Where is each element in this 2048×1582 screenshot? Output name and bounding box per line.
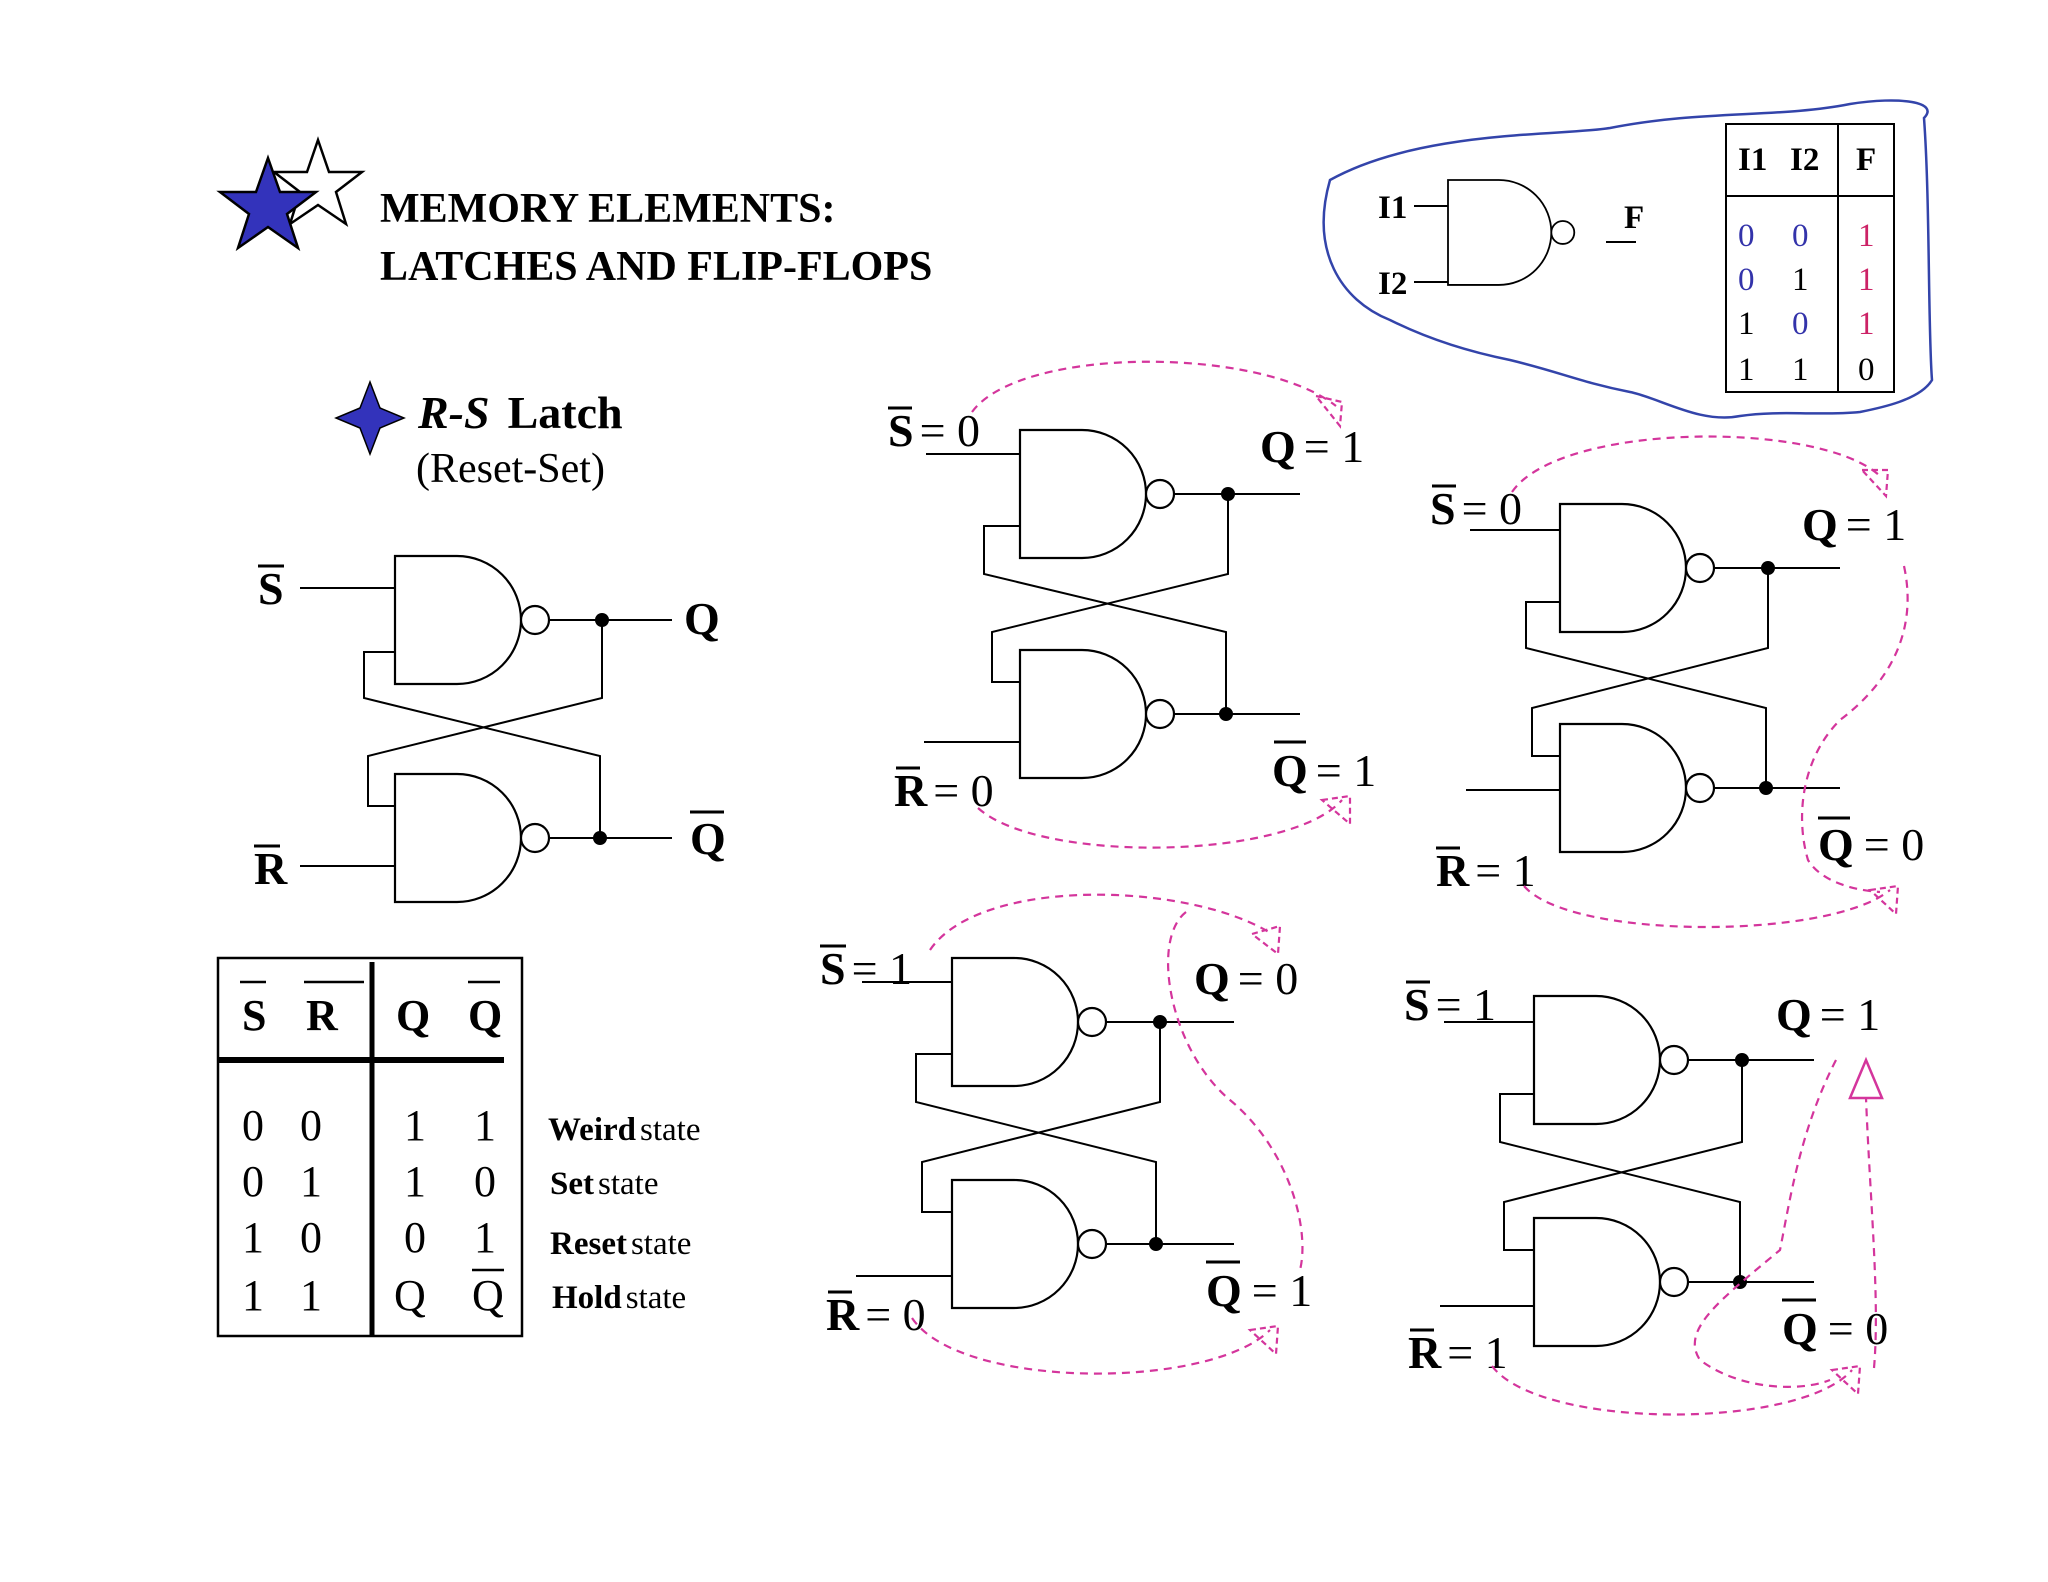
outline-star-icon <box>270 136 366 228</box>
svg-text:Set state: Set state <box>550 1166 658 1202</box>
svg-text:S= 0: S= 0 <box>1430 483 1522 534</box>
svg-text:1: 1 <box>1738 352 1755 388</box>
rs-row-3: 1 1 Q Q <box>242 1268 504 1320</box>
svg-text:0: 0 <box>300 1213 322 1262</box>
svg-text:1: 1 <box>404 1101 426 1150</box>
nand-in1-label: I1 <box>1378 190 1407 226</box>
svg-text:R-S Latch: R-S Latch <box>417 387 623 438</box>
svg-text:Q= 0: Q= 0 <box>1818 819 1924 870</box>
rs-truth-table: S R Q Q 0 0 1 1 0 1 1 0 1 0 0 1 1 1 Q Q <box>216 956 524 1338</box>
svg-text:Hold state: Hold state <box>552 1280 686 1316</box>
svg-text:1: 1 <box>1792 352 1809 388</box>
svg-text:S= 1: S= 1 <box>820 943 912 994</box>
rs-header-s: S <box>242 991 266 1040</box>
filled-star-icon <box>216 154 320 252</box>
svg-text:1: 1 <box>404 1157 426 1206</box>
svg-text:I1: I1 <box>1738 142 1767 178</box>
svg-text:Q: Q <box>394 1271 426 1320</box>
main-q-label: Q <box>684 593 720 644</box>
svg-text:Q= 1: Q= 1 <box>1272 745 1376 796</box>
svg-text:0: 0 <box>1792 306 1809 342</box>
svg-text:Q= 0: Q= 0 <box>1782 1303 1888 1354</box>
title-line-2: LATCHES AND FLIP-FLOPS <box>380 244 932 290</box>
title-stars <box>216 136 366 252</box>
svg-text:1: 1 <box>1858 306 1875 342</box>
example-3-latch: S= 1 Q= 0 R= 0 Q= 1 <box>820 893 1312 1375</box>
svg-text:Q= 1: Q= 1 <box>1776 989 1880 1040</box>
subtitle-latch: Latch <box>508 387 623 438</box>
svg-text:I2: I2 <box>1790 142 1819 178</box>
svg-text:R= 1: R= 1 <box>1436 845 1536 896</box>
svg-text:R= 1: R= 1 <box>1408 1327 1508 1378</box>
subtitle-rs: R-S <box>417 387 490 438</box>
svg-text:0: 0 <box>404 1213 426 1262</box>
svg-text:Q= 1: Q= 1 <box>1802 499 1906 550</box>
main-qbar-label: Q <box>690 813 726 864</box>
svg-text:1: 1 <box>474 1101 496 1150</box>
svg-text:Weird state: Weird state <box>548 1112 700 1148</box>
svg-text:Reset state: Reset state <box>550 1226 691 1262</box>
rs-header-r: R <box>306 991 339 1040</box>
svg-text:1: 1 <box>474 1213 496 1262</box>
rs-row-1: 0 1 1 0 <box>242 1157 496 1206</box>
svg-text:F: F <box>1856 142 1876 178</box>
rs-header-qbar: Q <box>468 991 502 1040</box>
svg-text:S= 1: S= 1 <box>1404 979 1496 1030</box>
nand-in2-label: I2 <box>1378 266 1407 302</box>
svg-text:0: 0 <box>300 1101 322 1150</box>
subtitle-paren: (Reset-Set) <box>416 446 605 492</box>
svg-text:1: 1 <box>300 1271 322 1320</box>
svg-text:0: 0 <box>1858 352 1875 388</box>
svg-text:0: 0 <box>474 1157 496 1206</box>
rs-header-q: Q <box>396 991 430 1040</box>
svg-text:Q= 0: Q= 0 <box>1194 953 1298 1004</box>
svg-text:Q= 1: Q= 1 <box>1260 421 1364 472</box>
svg-text:0: 0 <box>242 1157 264 1206</box>
rs-row-2: 1 0 0 1 <box>242 1213 496 1262</box>
svg-text:Q: Q <box>472 1271 504 1320</box>
title-line-1: MEMORY ELEMENTS: <box>380 186 835 232</box>
main-rs-latch: S R Q Q <box>254 554 726 904</box>
nand-reference: I1 I2 F I1 I2 F 0 0 1 0 1 1 1 0 1 1 1 0 <box>1322 99 1934 419</box>
svg-text:0: 0 <box>1738 262 1755 298</box>
nand-out-label: F <box>1624 200 1644 236</box>
rs-row-0: 0 0 1 1 <box>242 1101 496 1150</box>
svg-text:1: 1 <box>1858 262 1875 298</box>
example-2-latch: S= 0 Q= 1 R= 1 Q= 0 <box>1430 435 1924 929</box>
svg-text:R= 0: R= 0 <box>826 1289 926 1340</box>
state-labels: Weird state Set state Reset state Hold s… <box>548 1112 700 1316</box>
svg-text:Q= 1: Q= 1 <box>1206 1265 1312 1316</box>
svg-text:1: 1 <box>242 1213 264 1262</box>
four-point-star-icon <box>334 379 406 457</box>
main-s-label: S <box>258 563 284 614</box>
svg-text:1: 1 <box>1858 218 1875 254</box>
svg-text:1: 1 <box>1738 306 1755 342</box>
svg-text:1: 1 <box>242 1271 264 1320</box>
svg-text:S= 0: S= 0 <box>888 405 980 456</box>
example-4-latch: S= 1 Q= 1 R= 1 Q= 0 <box>1404 979 1888 1416</box>
main-r-label: R <box>254 843 288 894</box>
svg-text:1: 1 <box>1792 262 1809 298</box>
svg-text:0: 0 <box>242 1101 264 1150</box>
svg-text:R= 0: R= 0 <box>894 765 994 816</box>
example-1-latch: S= 0 Q= 1 R= 0 Q= 1 <box>888 360 1376 849</box>
svg-text:0: 0 <box>1738 218 1755 254</box>
svg-text:0: 0 <box>1792 218 1809 254</box>
svg-text:1: 1 <box>300 1157 322 1206</box>
hand-drawn-outline <box>1322 99 1934 419</box>
